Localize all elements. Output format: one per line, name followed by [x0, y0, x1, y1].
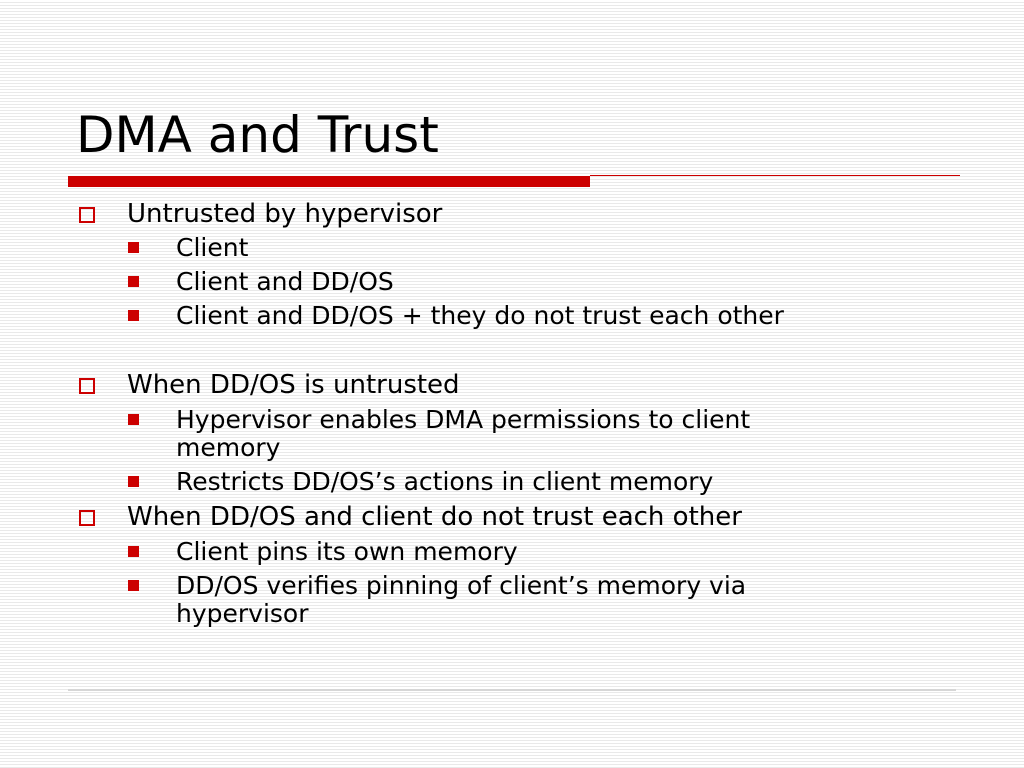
sub-bullet-ddos-verifies-pinning: DD/OS verifies pinning of client’s memor…: [128, 571, 747, 600]
sub-bullet-text: Client and DD/OS: [176, 267, 394, 296]
sub-bullet-restricts-actions: Restricts DD/OS’s actions in client memo…: [128, 467, 714, 496]
hollow-square-bullet-icon: [79, 510, 95, 526]
sub-bullet-client-pins-memory: Client pins its own memory: [128, 537, 518, 566]
filled-square-bullet-icon: [128, 580, 139, 591]
hollow-square-bullet-icon: [79, 378, 95, 394]
bullet-text: Untrusted by hypervisor: [127, 199, 443, 229]
sub-bullet-text: Client and DD/OS + they do not trust eac…: [176, 301, 784, 330]
filled-square-bullet-icon: [128, 546, 139, 557]
bullet-untrusted-by-hypervisor: Untrusted by hypervisor: [79, 199, 443, 229]
sub-bullet-ddos-verifies-pinning-continued: hypervisor: [176, 600, 309, 628]
bullet-ddos-untrusted: When DD/OS is untrusted: [79, 370, 460, 400]
hollow-square-bullet-icon: [79, 207, 95, 223]
title-underline-thick: [68, 176, 590, 187]
bullet-no-mutual-trust: When DD/OS and client do not trust each …: [79, 502, 742, 532]
title-underline-thin: [590, 175, 960, 176]
filled-square-bullet-icon: [128, 242, 139, 253]
sub-bullet-client: Client: [128, 233, 249, 262]
sub-bullet-text: Hypervisor enables DMA permissions to cl…: [176, 405, 751, 434]
filled-square-bullet-icon: [128, 414, 139, 425]
sub-bullet-client-and-ddos: Client and DD/OS: [128, 267, 394, 296]
filled-square-bullet-icon: [128, 276, 139, 287]
footer-divider: [68, 689, 956, 691]
sub-bullet-text: hypervisor: [176, 599, 309, 628]
sub-bullet-text: memory: [176, 433, 281, 462]
sub-bullet-no-mutual-trust: Client and DD/OS + they do not trust eac…: [128, 301, 784, 330]
bullet-text: When DD/OS and client do not trust each …: [127, 502, 742, 532]
bullet-text: When DD/OS is untrusted: [127, 370, 460, 400]
filled-square-bullet-icon: [128, 310, 139, 321]
sub-bullet-text: Restricts DD/OS’s actions in client memo…: [176, 467, 714, 496]
sub-bullet-dma-permissions-continued: memory: [176, 434, 280, 462]
sub-bullet-text: Client: [176, 233, 249, 262]
sub-bullet-text: Client pins its own memory: [176, 537, 518, 566]
slide-title: DMA and Trust: [76, 106, 439, 164]
filled-square-bullet-icon: [128, 476, 139, 487]
sub-bullet-dma-permissions: Hypervisor enables DMA permissions to cl…: [128, 405, 751, 434]
sub-bullet-text: DD/OS verifies pinning of client’s memor…: [176, 571, 747, 600]
